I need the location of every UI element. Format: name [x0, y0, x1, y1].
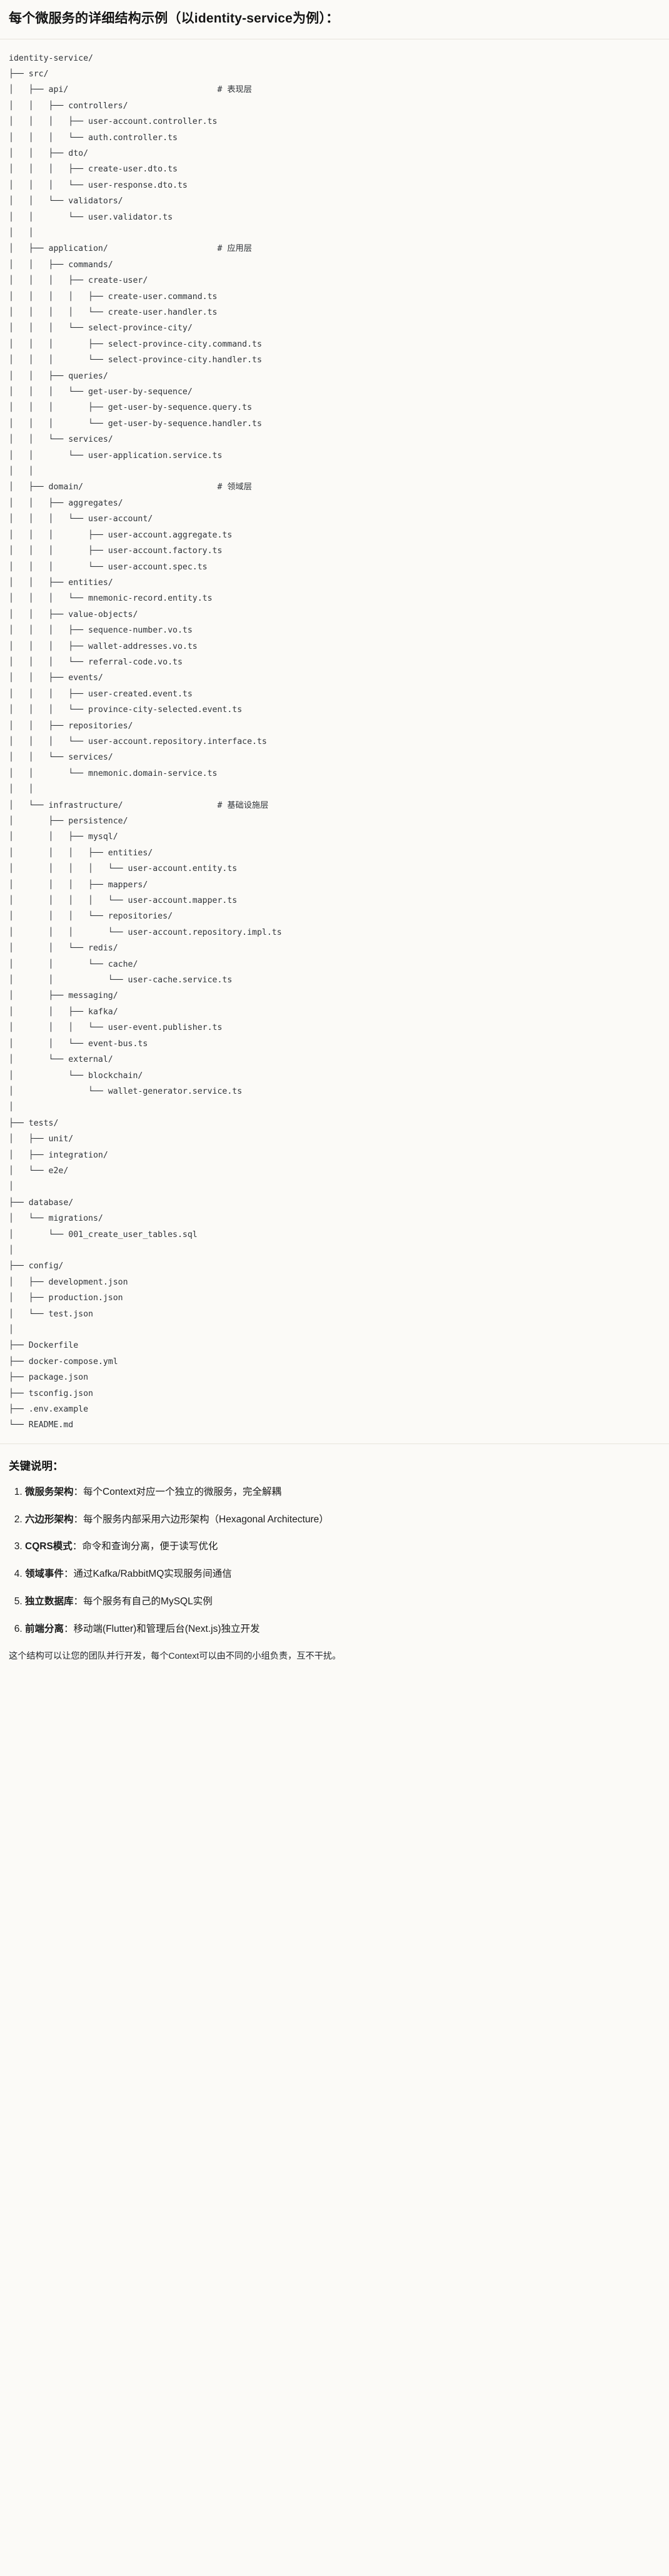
note-separator: ： — [72, 1541, 83, 1552]
note-body: 通过Kafka/RabbitMQ实现服务间通信 — [73, 1569, 232, 1580]
title-section: 每个微服务的详细结构示例（以identity-service为例）： — [0, 0, 669, 39]
note-body: 每个服务有自己的MySQL实例 — [83, 1596, 213, 1607]
closing-paragraph: 这个结构可以让您的团队并行开发，每个Context可以由不同的小组负责，互不干扰… — [9, 1651, 341, 1661]
note-term: 六边形架构 — [25, 1514, 74, 1525]
page-root: 每个微服务的详细结构示例（以identity-service为例）： ident… — [0, 0, 669, 1675]
note-separator: ： — [73, 1486, 84, 1497]
list-item: 六边形架构：每个服务内部采用六边形架构（Hexagonal Architectu… — [25, 1512, 660, 1528]
note-separator: ： — [64, 1623, 74, 1634]
note-body: 每个服务内部采用六边形架构（Hexagonal Architecture） — [83, 1514, 329, 1525]
directory-tree: identity-service/ ├── src/ │ ├── api/ # … — [9, 53, 282, 1430]
note-term: 微服务架构 — [25, 1486, 74, 1497]
note-term: CQRS模式 — [25, 1541, 73, 1552]
list-item: CQRS模式：命令和查询分离，便于读写优化 — [25, 1539, 660, 1555]
note-separator: ： — [73, 1514, 84, 1525]
list-item: 前端分离：移动端(Flutter)和管理后台(Next.js)独立开发 — [25, 1622, 660, 1637]
directory-tree-section: identity-service/ ├── src/ │ ├── api/ # … — [0, 39, 669, 1443]
note-term: 前端分离 — [25, 1623, 64, 1634]
page-title: 每个微服务的详细结构示例（以identity-service为例）： — [9, 11, 340, 26]
key-notes-list: 微服务架构：每个Context对应一个独立的微服务，完全解耦 六边形架构：每个服… — [9, 1485, 660, 1637]
note-body: 命令和查询分离，便于读写优化 — [82, 1541, 218, 1552]
note-term: 独立数据库 — [25, 1596, 74, 1607]
key-notes-heading: 关键说明： — [9, 1459, 64, 1472]
note-body: 移动端(Flutter)和管理后台(Next.js)独立开发 — [73, 1623, 260, 1634]
note-body: 每个Context对应一个独立的微服务，完全解耦 — [83, 1486, 281, 1497]
list-item: 微服务架构：每个Context对应一个独立的微服务，完全解耦 — [25, 1485, 660, 1500]
note-separator: ： — [64, 1569, 74, 1580]
key-notes-section: 关键说明： 微服务架构：每个Context对应一个独立的微服务，完全解耦 六边形… — [0, 1443, 669, 1676]
list-item: 领域事件：通过Kafka/RabbitMQ实现服务间通信 — [25, 1567, 660, 1582]
note-separator: ： — [73, 1596, 84, 1607]
list-item: 独立数据库：每个服务有自己的MySQL实例 — [25, 1594, 660, 1610]
note-term: 领域事件 — [25, 1569, 64, 1580]
